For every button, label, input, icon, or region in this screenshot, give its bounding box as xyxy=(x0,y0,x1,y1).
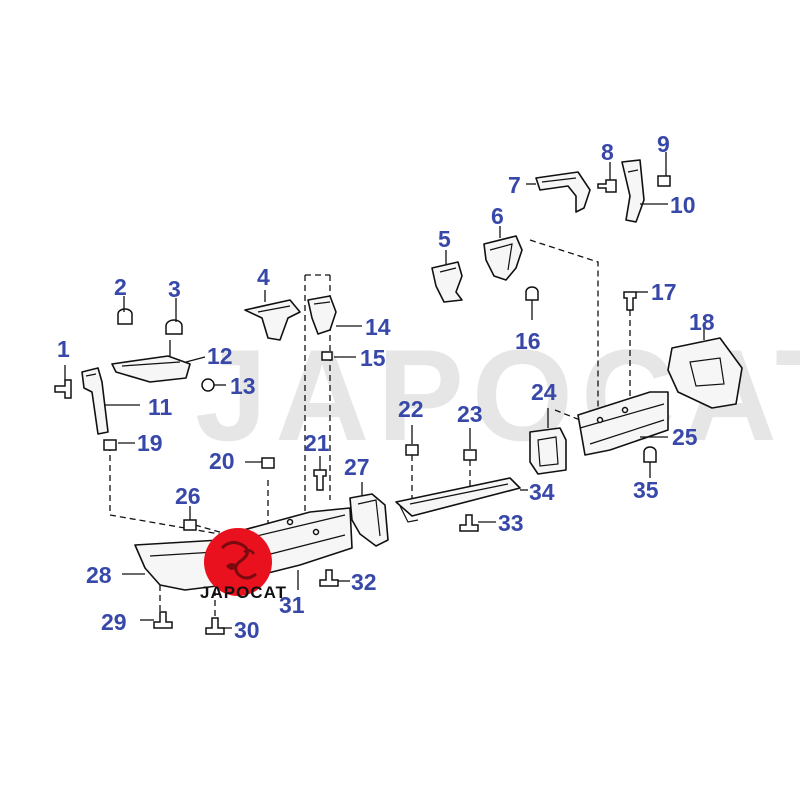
callout-7: 7 xyxy=(508,172,521,198)
part-7-bracket xyxy=(526,171,591,213)
callout-31: 31 xyxy=(279,592,305,618)
part-13-screw xyxy=(201,378,226,392)
callout-26: 26 xyxy=(175,483,201,509)
callout-22: 22 xyxy=(398,396,424,422)
part-14-bracket xyxy=(307,295,362,335)
part-32-bolt xyxy=(319,569,350,587)
part-20-nut xyxy=(245,457,275,469)
part-10-bracket xyxy=(621,159,668,223)
part-35-nut xyxy=(643,446,657,478)
callout-25: 25 xyxy=(672,424,698,450)
callout-18: 18 xyxy=(689,309,715,335)
part-2-clip xyxy=(117,296,133,325)
part-11-bracket xyxy=(81,367,140,435)
callout-15: 15 xyxy=(360,345,386,371)
callout-17: 17 xyxy=(651,279,677,305)
callout-35: 35 xyxy=(633,477,659,503)
logo-text: JAPOCAT xyxy=(200,583,287,602)
part-5-bracket xyxy=(431,250,463,303)
callout-5: 5 xyxy=(438,226,451,252)
part-25-bumper-right xyxy=(577,391,669,456)
callout-3: 3 xyxy=(168,276,181,302)
callout-13: 13 xyxy=(230,373,256,399)
callout-10: 10 xyxy=(670,192,696,218)
callout-24: 24 xyxy=(531,379,557,405)
callout-27: 27 xyxy=(344,454,370,480)
callout-8: 8 xyxy=(601,139,614,165)
callout-29: 29 xyxy=(101,609,127,635)
part-6-bracket xyxy=(483,226,523,281)
callout-30: 30 xyxy=(234,617,260,643)
part-18-corner-cap xyxy=(667,325,743,409)
callout-33: 33 xyxy=(498,510,524,536)
logo-emblem xyxy=(204,528,272,596)
part-24-bracket xyxy=(529,408,567,475)
part-33-bolt xyxy=(459,514,496,532)
callout-16: 16 xyxy=(515,328,541,354)
callout-34: 34 xyxy=(529,479,555,505)
callout-1: 1 xyxy=(57,336,70,362)
callout-19: 19 xyxy=(137,430,163,456)
callout-20: 20 xyxy=(209,448,235,474)
callout-21: 21 xyxy=(304,430,330,456)
callout-23: 23 xyxy=(457,401,483,427)
part-22-nut xyxy=(405,425,419,456)
callout-9: 9 xyxy=(657,131,670,157)
part-3-clip xyxy=(165,298,183,335)
part-27-bracket xyxy=(349,482,389,547)
part-9-nut xyxy=(657,152,671,187)
callout-14: 14 xyxy=(365,314,391,340)
callout-32: 32 xyxy=(351,569,377,595)
part-26-nut xyxy=(183,506,197,531)
part-21-bolt xyxy=(313,456,327,491)
part-29-bolt xyxy=(140,611,173,629)
part-30-bolt xyxy=(205,617,232,635)
callout-12: 12 xyxy=(207,343,233,369)
callout-6: 6 xyxy=(491,203,504,229)
part-12-reinforcement xyxy=(111,340,206,383)
callout-2: 2 xyxy=(114,274,127,300)
part-8-bolt xyxy=(597,162,617,193)
part-1-bolt xyxy=(54,365,72,399)
callout-28: 28 xyxy=(86,562,112,588)
part-16-nut xyxy=(525,286,539,320)
part-34-step-plate xyxy=(395,477,528,523)
part-4-bracket xyxy=(244,290,301,341)
part-15-nut xyxy=(321,351,356,361)
part-23-nut xyxy=(463,428,477,461)
callout-11: 11 xyxy=(148,394,173,420)
callout-4: 4 xyxy=(257,264,270,290)
part-17-bolt xyxy=(623,291,648,311)
part-19-nut xyxy=(103,439,135,451)
